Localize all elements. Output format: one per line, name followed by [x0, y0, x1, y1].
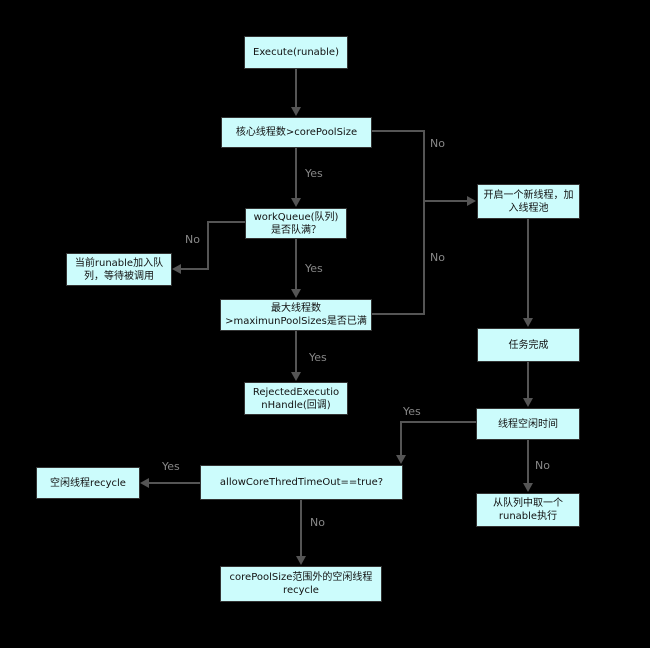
arrowhead — [523, 398, 533, 407]
node-add-queue: 当前runable加入队 列，等待被调用 — [66, 253, 172, 286]
edge-label-no-idle: No — [535, 459, 550, 472]
edge-label-yes-core: Yes — [305, 167, 323, 180]
arrowhead — [291, 289, 301, 298]
edge-label-yes-allow: Yes — [162, 460, 180, 473]
node-recycle-idle: 空闲线程recycle — [36, 467, 140, 499]
node-allow-core: allowCoreThredTimeOut==true? — [200, 465, 403, 500]
node-max-check-line2: >maximunPoolSizes是否已满 — [225, 316, 367, 327]
node-new-thread-line1: 开启一个新线程，加 — [483, 189, 574, 201]
arrowhead — [396, 455, 406, 464]
node-recycle-outside-line1: corePoolSize范围外的空闲线程 — [229, 572, 373, 583]
edge-label-no-allow: No — [310, 516, 325, 529]
node-fetch-queue-line1: 从队列中取一个 — [493, 498, 563, 509]
node-max-check-line1: 最大线程数 — [271, 303, 321, 314]
arrowhead — [291, 198, 301, 207]
node-recycle-idle-label: 空闲线程recycle — [50, 477, 126, 489]
node-queue-check: workQueue(队列) 是否队满？ — [245, 208, 347, 239]
edge-max-to-new-thread — [372, 201, 425, 315]
node-max-check: 最大线程数 >maximunPoolSizes是否已满 — [220, 299, 372, 331]
node-new-thread: 开启一个新线程，加 入线程池 — [477, 184, 580, 219]
node-new-thread-line2: 入线程池 — [508, 202, 549, 214]
arrowhead — [467, 196, 476, 206]
node-fetch-queue-line2: runable执行 — [498, 511, 558, 522]
arrowhead — [291, 107, 301, 116]
node-task-done-label: 任务完成 — [508, 339, 549, 351]
node-allow-core-label: allowCoreThredTimeOut==true? — [219, 477, 384, 488]
node-rejected-line2: nHandle(回调) — [261, 399, 331, 411]
arrowhead — [296, 556, 306, 565]
node-add-queue-line2: 列，等待被调用 — [84, 270, 154, 282]
node-execute-label: Execute(runable) — [253, 47, 339, 58]
node-core-check-label: 核心线程数>corePoolSize — [235, 127, 358, 138]
node-recycle-outside-line2: recycle — [283, 585, 319, 596]
arrowhead — [140, 478, 149, 488]
node-queue-check-line1: workQueue(队列) — [253, 211, 339, 223]
edge-label-yes-max: Yes — [309, 351, 327, 364]
arrowhead — [523, 483, 533, 492]
edge-label-yes-idle: Yes — [403, 405, 421, 418]
node-recycle-outside: corePoolSize范围外的空闲线程 recycle — [220, 566, 382, 602]
node-execute: Execute(runable) — [244, 36, 348, 69]
edge-label-no-queue: No — [185, 233, 200, 246]
edge-queue-to-add-queue — [180, 221, 245, 270]
node-task-done: 任务完成 — [477, 328, 580, 362]
node-rejected-line1: RejectedExecutio — [252, 386, 340, 398]
arrowhead — [523, 318, 533, 327]
node-add-queue-line1: 当前runable加入队 — [74, 257, 164, 269]
edge-label-no-max: No — [430, 251, 445, 264]
node-core-check: 核心线程数>corePoolSize — [221, 117, 372, 148]
node-fetch-queue: 从队列中取一个 runable执行 — [476, 493, 580, 527]
node-idle-time: 线程空闲时间 — [476, 408, 580, 440]
edge-idle-to-allow-core — [400, 421, 476, 456]
edge-label-yes-queue: Yes — [305, 262, 323, 275]
edge-core-to-new-thread — [372, 130, 468, 202]
arrowhead — [172, 264, 181, 274]
node-queue-check-line2: 是否队满？ — [271, 224, 321, 236]
node-idle-time-label: 线程空闲时间 — [498, 418, 558, 430]
node-rejected: RejectedExecutio nHandle(回调) — [244, 382, 348, 415]
arrowhead — [291, 372, 301, 381]
edge-label-no-core: No — [430, 137, 445, 150]
